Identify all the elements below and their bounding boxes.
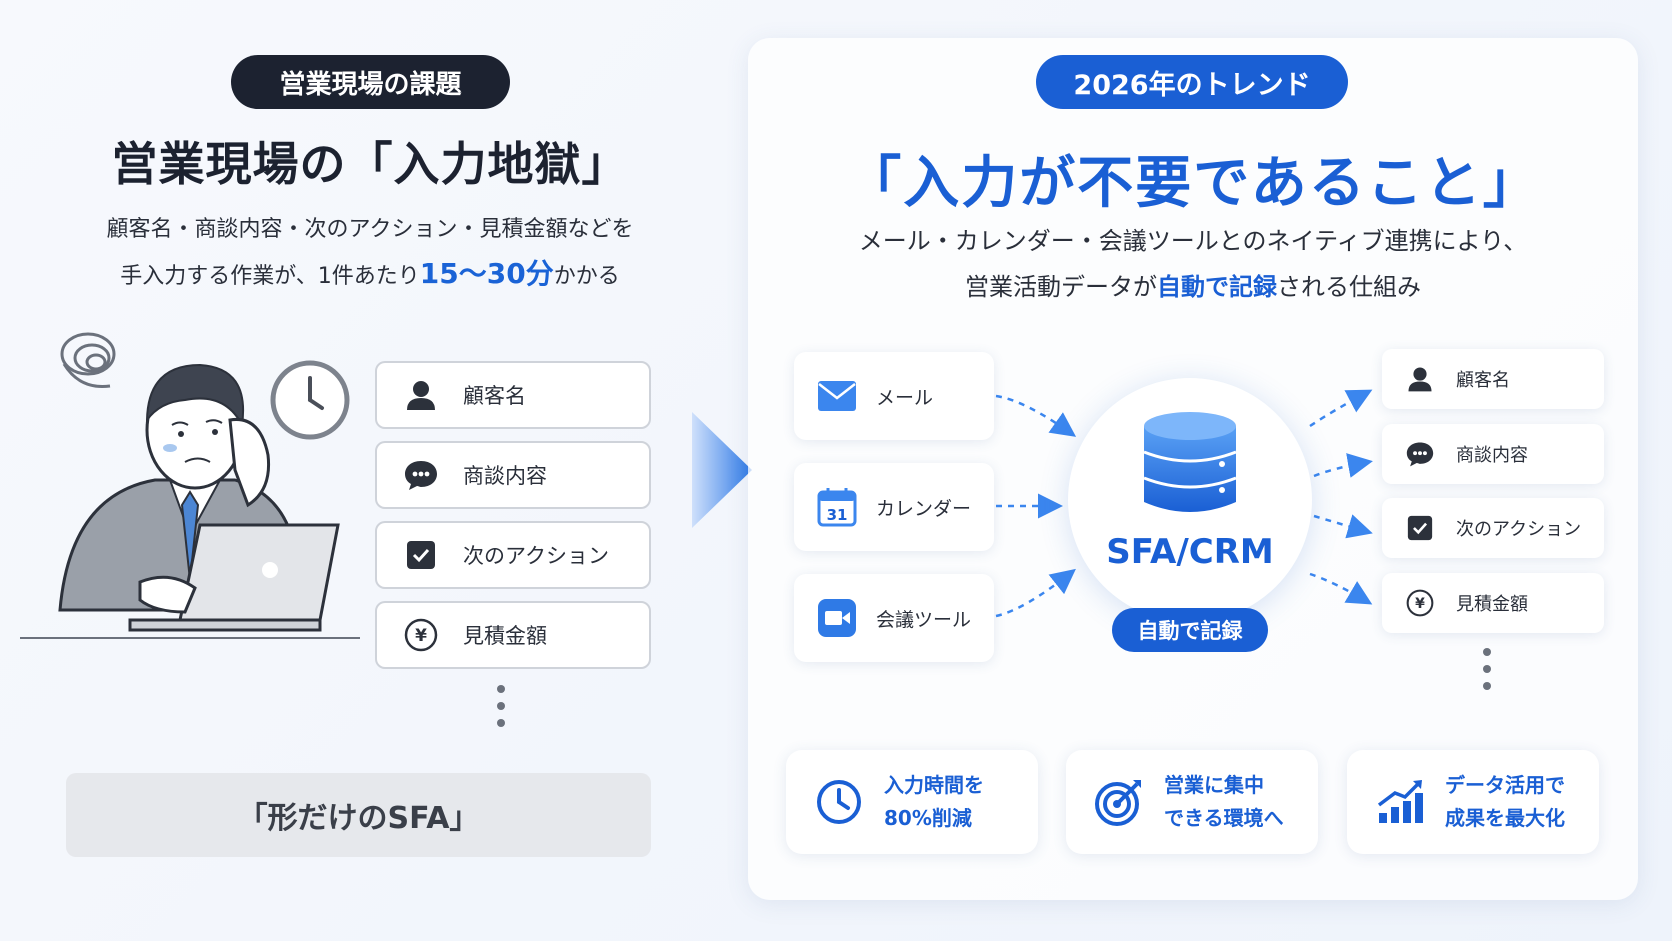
connector-out-1 <box>1309 389 1373 428</box>
output-estimate-amount: ¥ 見積金額 <box>1382 573 1604 633</box>
connector-meeting <box>995 568 1076 618</box>
connector-mail <box>995 394 1077 437</box>
time-highlight: 15〜30分 <box>419 257 554 290</box>
benefit-data-utilization: データ活用で 成果を最大化 <box>1347 750 1599 854</box>
more-outputs-ellipsis <box>1483 648 1491 690</box>
video-icon <box>816 597 858 639</box>
left-desc-line2: 手入力する作業が、1件あたり15〜30分かかる <box>120 257 620 290</box>
clock-icon <box>812 775 866 829</box>
auto-record-highlight: 自動で記録 <box>1157 273 1277 301</box>
issue-badge: 営業現場の課題 <box>231 55 510 109</box>
svg-text:¥: ¥ <box>1415 596 1425 612</box>
person-icon <box>1404 363 1436 395</box>
database-icon <box>1143 412 1237 512</box>
benefit-time-reduction: 入力時間を 80%削減 <box>786 750 1038 854</box>
mail-icon <box>816 375 858 417</box>
checkbox-icon <box>403 537 439 573</box>
confusion-swirl-icon <box>60 332 116 389</box>
checkbox-icon <box>1404 512 1436 544</box>
left-desc-line1: 顧客名・商談内容・次のアクション・見積金額などを <box>106 217 634 242</box>
right-desc-line2: 営業活動データが自動で記録される仕組み <box>965 273 1421 301</box>
more-fields-ellipsis <box>497 685 505 727</box>
right-description: メール・カレンダー・会議ツールとのネイティブ連携により、 営業活動データが自動で… <box>748 218 1638 310</box>
field-estimate-amount: ¥ 見積金額 <box>375 601 651 669</box>
field-meeting-content: 商談内容 <box>375 441 651 509</box>
benefit-focus-on-sales: 営業に集中 できる環境へ <box>1066 750 1318 854</box>
source-calendar: 31 カレンダー <box>794 463 994 551</box>
calendar-icon: 31 <box>816 486 858 528</box>
chat-icon <box>403 457 439 493</box>
field-next-action: 次のアクション <box>375 521 651 589</box>
connector-out-2 <box>1313 453 1373 478</box>
target-icon <box>1092 775 1146 829</box>
source-mail: メール <box>794 352 994 440</box>
flow-connectors <box>995 389 1373 618</box>
trend-badge: 2026年のトレンド <box>1036 55 1348 109</box>
svg-text:¥: ¥ <box>415 626 427 646</box>
right-title: 「入力が不要であること」 <box>845 151 1541 216</box>
connector-out-4 <box>1309 572 1373 605</box>
nominal-sfa-label: 「形だけのSFA」 <box>66 773 651 857</box>
left-description: 顧客名・商談内容・次のアクション・見積金額などを 手入力する作業が、1件あたり1… <box>0 208 740 299</box>
hub-label: SFA/CRM <box>1106 532 1274 572</box>
growth-chart-icon <box>1373 775 1427 829</box>
chat-icon <box>1404 438 1436 470</box>
right-desc-line1: メール・カレンダー・会議ツールとのネイティブ連携により、 <box>858 227 1528 255</box>
output-meeting-content: 商談内容 <box>1382 424 1604 484</box>
output-next-action: 次のアクション <box>1382 498 1604 558</box>
field-customer-name: 顧客名 <box>375 361 651 429</box>
auto-record-badge: 自動で記録 <box>1112 608 1268 652</box>
person-icon <box>403 377 439 413</box>
yen-icon: ¥ <box>403 617 439 653</box>
connector-out-3 <box>1313 514 1373 539</box>
yen-icon: ¥ <box>1404 587 1436 619</box>
calendar-day-number: 31 <box>827 506 848 524</box>
stressed-businessman-illustration <box>20 332 360 639</box>
left-title: 営業現場の「入力地獄」 <box>111 137 629 191</box>
wall-clock-icon <box>270 360 350 440</box>
transition-arrow-icon <box>692 412 752 528</box>
output-customer-name: 顧客名 <box>1382 349 1604 409</box>
source-meeting-tool: 会議ツール <box>794 574 994 662</box>
